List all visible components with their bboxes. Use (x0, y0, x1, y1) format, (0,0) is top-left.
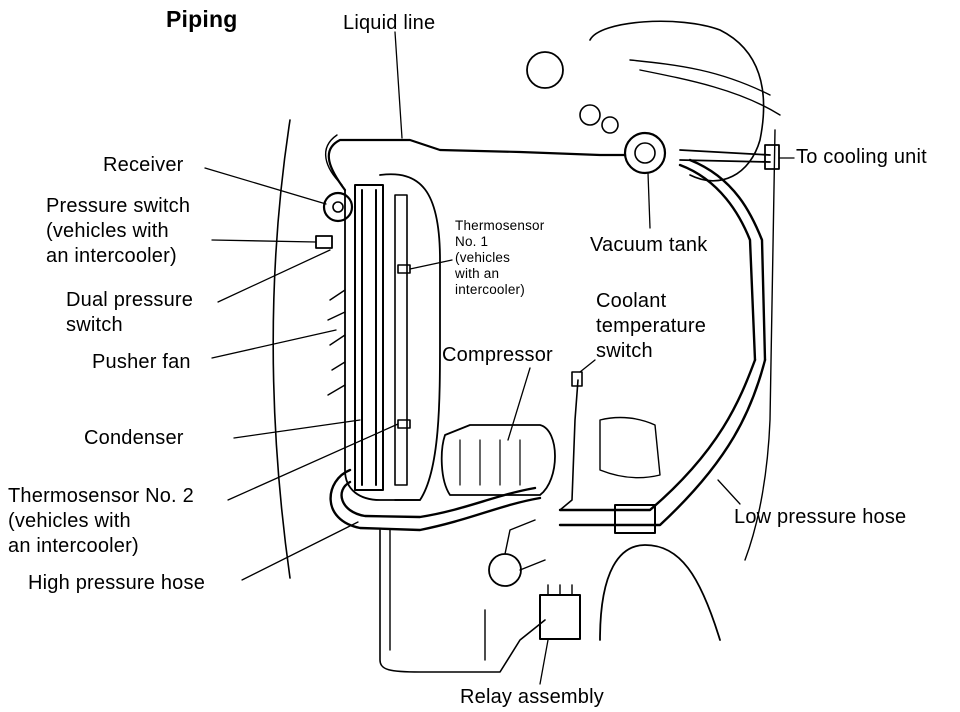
label-receiver: Receiver (103, 154, 184, 176)
engine-component-2 (579, 104, 601, 126)
compressor-ribs (459, 439, 521, 486)
condenser-right-tank (394, 194, 408, 486)
label-thermosensor-1-5: intercooler) (455, 282, 525, 297)
leader-condenser (233, 419, 361, 439)
leader-thermosensor-2 (227, 423, 399, 501)
fan-blades (327, 289, 346, 396)
engine-outline-right (744, 129, 776, 561)
wire-harness (379, 529, 546, 673)
high-pressure-hose (329, 468, 542, 532)
label-pressure-switch-1: Pressure switch (46, 195, 191, 217)
high-pressure-hose-2 (340, 480, 537, 519)
vacuum-tank-inner (634, 142, 656, 164)
label-thermosensor-2-2: (vehicles with (8, 510, 131, 532)
motor (488, 553, 522, 587)
low-pressure-clamp (614, 504, 656, 534)
pressure-switch (315, 235, 333, 249)
relay-assembly (539, 594, 581, 640)
label-coolant-temp-2: temperature (596, 315, 707, 337)
label-pusher-fan: Pusher fan (92, 351, 191, 373)
label-thermosensor-2-1: Thermosensor No. 2 (8, 485, 194, 507)
label-thermosensor-1-1: Thermosensor (455, 218, 545, 233)
leader-relay (539, 639, 549, 685)
fan-shroud (379, 173, 441, 501)
label-condenser: Condenser (84, 427, 184, 449)
thermosensor-2 (397, 419, 411, 429)
wire-harness-2 (389, 529, 486, 661)
receiver (322, 191, 354, 223)
vacuum-tank (623, 131, 667, 175)
cooling-unit-fitting (764, 144, 780, 170)
liquid-line-2 (324, 134, 343, 186)
label-dual-pressure-1: Dual pressure (66, 289, 194, 311)
receiver-cap (332, 201, 344, 213)
leader-vacuum-tank (647, 172, 651, 229)
leader-liquid-line (394, 31, 403, 139)
motor-wires (504, 519, 546, 571)
low-pressure-hose-lower (558, 358, 757, 512)
label-pressure-switch-3: an intercooler) (46, 245, 177, 267)
leader-pressure-switch (211, 239, 317, 243)
engine-component-1 (526, 51, 564, 89)
low-pressure-hose-upper (678, 163, 757, 362)
label-liquid-line: Liquid line (343, 12, 436, 34)
engine-component-3 (601, 116, 619, 134)
leader-dual-pressure (217, 249, 331, 303)
diagram-title: Piping (166, 6, 238, 32)
engine-outline-upper (589, 20, 765, 182)
thermosensor-1 (397, 264, 411, 274)
engine-wires (629, 59, 781, 116)
low-pressure-hose-upper-2 (688, 158, 767, 362)
label-thermosensor-1-4: with an (455, 266, 500, 281)
strut-tower (599, 544, 721, 641)
label-thermosensor-1-2: No. 1 (455, 234, 489, 249)
low-pressure-hose-lower-2 (558, 358, 767, 527)
label-pressure-switch-2: (vehicles with (46, 220, 169, 242)
condenser (354, 184, 384, 491)
body-panel-outline (272, 119, 291, 579)
leader-high-pressure (241, 521, 359, 581)
coolant-temp-switch (571, 371, 583, 387)
label-vacuum-tank: Vacuum tank (590, 234, 708, 256)
leader-thermosensor-1 (409, 259, 453, 270)
relay-terminals (547, 584, 573, 596)
leader-low-pressure (717, 479, 741, 505)
leader-receiver (204, 167, 327, 205)
label-coolant-temp-3: switch (596, 340, 653, 362)
coolant-temp-switch-wire (559, 379, 579, 511)
cooling-unit-pipe (679, 149, 771, 163)
radiator-core (344, 189, 421, 501)
compressor-body (440, 424, 556, 496)
leader-pusher-fan (211, 329, 337, 359)
leader-coolant-switch (579, 359, 596, 373)
label-thermosensor-1-3: (vehicles (455, 250, 511, 265)
label-thermosensor-2-3: an intercooler) (8, 535, 139, 557)
label-coolant-temp-1: Coolant (596, 290, 667, 312)
leader-compressor (507, 367, 531, 441)
label-relay-assembly: Relay assembly (460, 686, 604, 708)
label-high-pressure-hose: High pressure hose (28, 572, 206, 594)
label-dual-pressure-2: switch (66, 314, 123, 336)
label-compressor: Compressor (442, 344, 553, 366)
liquid-line (327, 138, 627, 192)
label-to-cooling-unit: To cooling unit (796, 146, 927, 168)
bracket-outline (599, 416, 661, 479)
label-low-pressure-hose: Low pressure hose (734, 506, 907, 528)
